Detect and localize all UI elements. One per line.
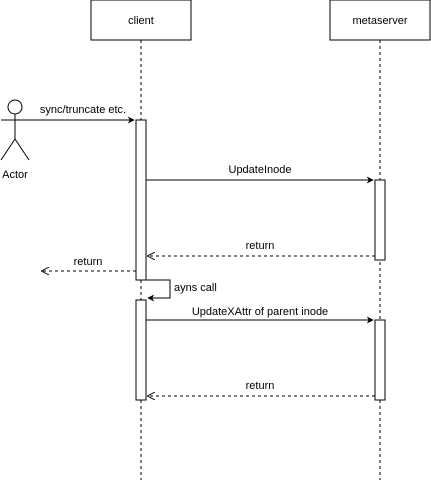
message-return-2-label: return	[246, 380, 275, 392]
message-async-call-label: ayns call	[174, 282, 217, 294]
metaserver-activation-2	[374, 319, 386, 401]
actor-icon	[0, 99, 30, 161]
participant-metaserver-label: metaserver	[352, 15, 407, 27]
client-activation-2	[135, 299, 147, 401]
message-sync-truncate: sync/truncate etc.	[29, 104, 135, 124]
message-return-1: return	[148, 240, 375, 256]
message-async-call: ayns call	[146, 279, 217, 302]
actor-label: Actor	[2, 169, 28, 181]
message-update-inode: UpdateInode	[146, 164, 374, 184]
message-sync-truncate-label: sync/truncate etc.	[40, 104, 126, 116]
message-return-1-label: return	[246, 240, 275, 252]
message-update-xattr-label: UpdateXAttr of parent inode	[192, 306, 328, 318]
metaserver-activation-1	[374, 179, 386, 261]
participant-client-label: client	[128, 15, 154, 27]
message-return-to-actor: return	[42, 256, 136, 271]
participant-metaserver: metaserver	[329, 0, 431, 41]
message-return-2: return	[148, 380, 375, 396]
participant-client: client	[90, 0, 192, 41]
client-activation-1	[135, 119, 147, 281]
message-update-xattr: UpdateXAttr of parent inode	[146, 306, 374, 324]
message-update-inode-label: UpdateInode	[229, 164, 292, 176]
message-return-to-actor-label: return	[74, 256, 103, 268]
